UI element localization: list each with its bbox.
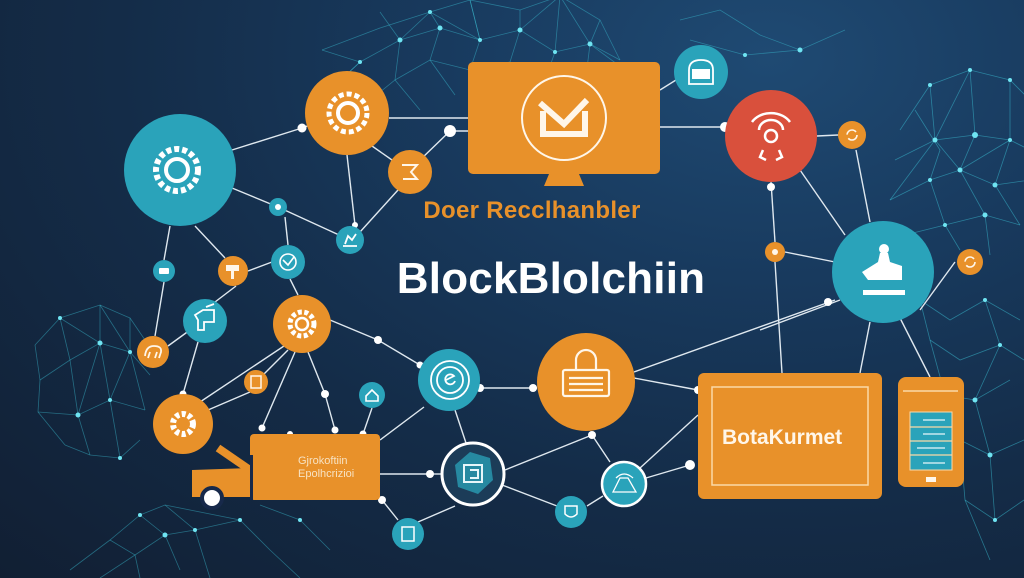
cube-icon (463, 464, 483, 483)
node-teal-spiral (418, 349, 480, 411)
node-teal-handshake (271, 245, 305, 279)
node-orange-lock (537, 333, 635, 431)
node-teal-monitor-top (674, 45, 728, 99)
node-orange-wrench-small (388, 150, 432, 194)
node-teal-cart (183, 299, 227, 343)
document-icon (250, 375, 262, 389)
node-orange-refresh (838, 121, 866, 149)
user-sync-icon (750, 111, 792, 162)
node-teal-gear-large (124, 114, 236, 226)
node-orange-hammer-small (218, 256, 248, 286)
phone-device (898, 377, 964, 487)
cart-icon (193, 303, 215, 331)
card-icon (159, 268, 169, 274)
tool-icon (402, 164, 420, 180)
receipt-icon (401, 526, 415, 542)
truck-device (192, 434, 380, 510)
node-teal-badge (555, 496, 587, 528)
dot-icon (275, 204, 281, 210)
home-icon (365, 388, 379, 402)
gear-icon (170, 411, 196, 437)
mesh-nodes (58, 10, 1012, 538)
mesh-sphere-bottom-left (69, 504, 331, 578)
node-orange-doc-small (244, 370, 268, 394)
lock-icon (561, 348, 611, 398)
mesh-sphere-left (34, 304, 151, 459)
node-teal-small-dot (269, 198, 287, 216)
monitor-icon (688, 59, 714, 85)
node-orange-mini-mid (765, 242, 785, 262)
monitor-device (468, 62, 660, 186)
handshake-icon (279, 253, 297, 271)
truck-label-line-2: Epolhcrizioi (298, 468, 355, 480)
node-teal-hex-ring (600, 460, 648, 508)
stamp-icon (862, 244, 905, 295)
node-red-user (725, 90, 817, 182)
tablet-label: BotaKurmet (722, 426, 843, 449)
truck-label: Gjrokoftiin Epolhcrizioi (298, 455, 354, 481)
gear-icon (287, 309, 317, 339)
node-orange-gear-mid (273, 295, 331, 353)
node-cube (440, 441, 506, 507)
gear-ring-icon (326, 91, 370, 135)
gear-ring-icon (153, 146, 201, 194)
node-orange-refresh-right (957, 249, 983, 275)
connection-lines (154, 79, 956, 523)
mail-check-icon (521, 75, 607, 161)
node-teal-home (359, 382, 385, 408)
network-icon (611, 473, 638, 493)
refresh-icon (846, 129, 858, 141)
node-teal-stamp (832, 221, 934, 323)
diagram-subtitle: Doer Recclhanbler (423, 197, 641, 224)
badge-icon (564, 505, 578, 518)
node-orange-gear-top (305, 71, 389, 155)
hammer-icon (226, 265, 239, 279)
animal-icon (144, 345, 163, 359)
chart-icon (343, 233, 357, 247)
dot-icon (772, 249, 778, 255)
node-teal-receipt (392, 518, 424, 550)
node-teal-mini-left (153, 260, 175, 282)
node-teal-chart-small (336, 226, 364, 254)
node-orange-gear-bottom (153, 394, 213, 454)
diagram-title: BlockBlolchiin (396, 254, 706, 303)
truck-label-line-1: Gjrokoftiin (298, 455, 348, 467)
refresh-icon (964, 256, 976, 268)
node-orange-animal (137, 336, 169, 368)
spiral-icon (430, 360, 470, 400)
tablet-device (698, 373, 882, 499)
